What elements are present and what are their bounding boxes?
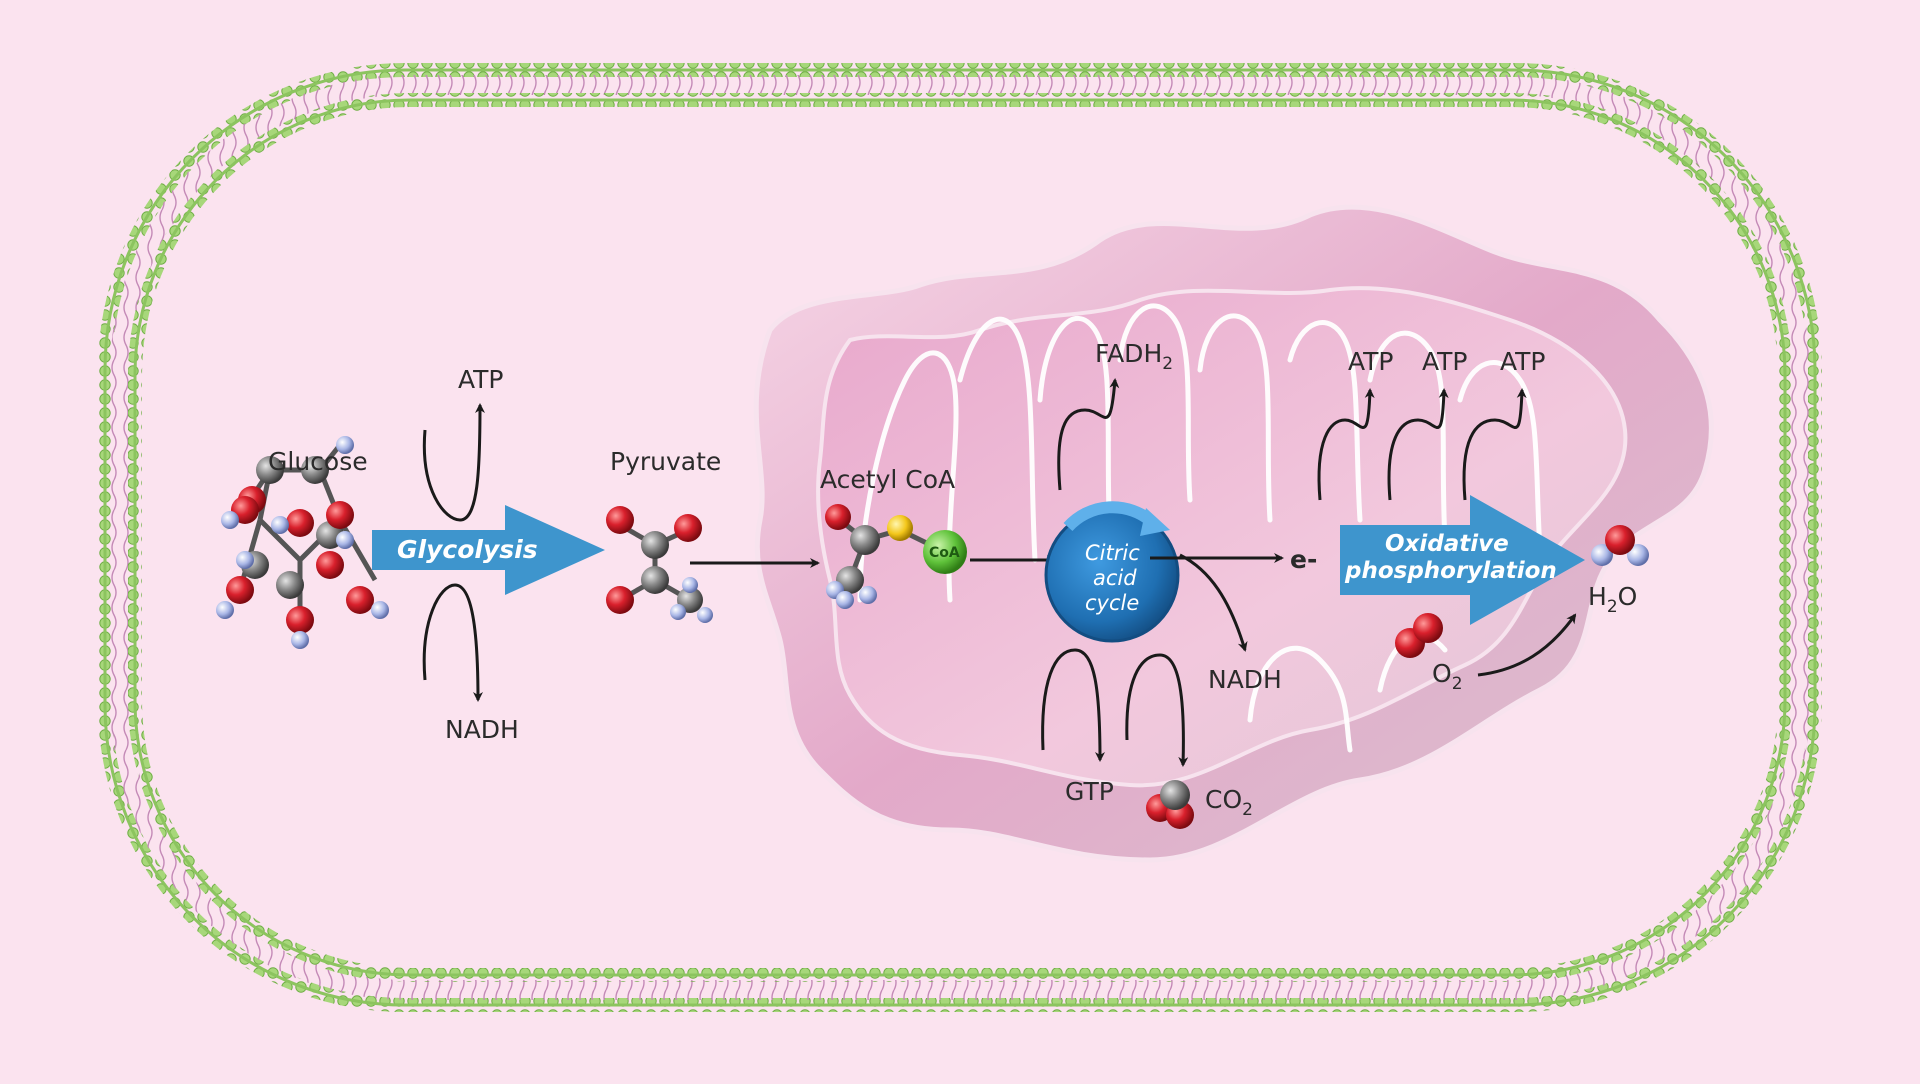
glucose-molecule [216, 436, 389, 649]
o2-molecule [1395, 613, 1443, 658]
cell-membrane [98, 63, 1822, 1012]
label-atp-1: ATP [1348, 347, 1394, 376]
citric-acid-cycle: Citric acid cycle [1044, 501, 1180, 643]
acetyl-coa-molecule: CoA [825, 504, 967, 609]
pyruvate-molecule [606, 506, 713, 623]
label-atp-3: ATP [1500, 347, 1546, 376]
label-gtp: GTP [1065, 777, 1114, 806]
label-citric-line2: acid [1093, 566, 1137, 590]
label-citric-line1: Citric [1085, 541, 1140, 565]
label-nadh-cycle: NADH [1208, 665, 1282, 694]
o2-to-h2o-arrow [1477, 613, 1577, 677]
label-fadh2: FADH2 [1095, 339, 1173, 374]
gtp-arrow [1041, 648, 1105, 762]
label-oxphos-line1: Oxidative [1385, 531, 1509, 557]
label-acetyl-coa: Acetyl CoA [820, 465, 955, 494]
co2-arrow [1125, 653, 1189, 767]
nadh-cycle-arrow [1179, 553, 1248, 652]
atp-arrow-3 [1462, 388, 1527, 501]
label-citric-line3: cycle [1085, 591, 1139, 615]
label-e-minus: e- [1290, 545, 1317, 574]
atp-arrow-2 [1387, 388, 1449, 501]
label-glycolysis: Glycolysis [397, 535, 538, 564]
fadh2-arrow [1057, 378, 1120, 491]
glycolysis-arrow: Glycolysis [372, 505, 605, 595]
atp-glycolysis-arrow [422, 403, 485, 522]
atp-arrow-1 [1317, 388, 1375, 501]
oxidative-phosphorylation-arrow: Oxidative phosphorylation [1340, 495, 1585, 625]
label-atp-glycolysis: ATP [458, 365, 504, 394]
mitochondrion [753, 204, 1714, 863]
nadh-glycolysis-arrow [422, 583, 483, 702]
label-co2: CO2 [1205, 785, 1253, 820]
label-atp-2: ATP [1422, 347, 1468, 376]
h2o-molecule [1591, 525, 1649, 566]
label-nadh-glycolysis: NADH [445, 715, 519, 744]
co2-molecule [1146, 780, 1194, 829]
label-coa: CoA [929, 545, 960, 561]
label-glucose: Glucose [268, 447, 368, 476]
label-oxphos-line2: phosphorylation [1344, 558, 1557, 584]
label-h2o: H2O [1588, 582, 1637, 617]
label-o2: O2 [1432, 659, 1463, 694]
label-pyruvate: Pyruvate [610, 447, 721, 476]
